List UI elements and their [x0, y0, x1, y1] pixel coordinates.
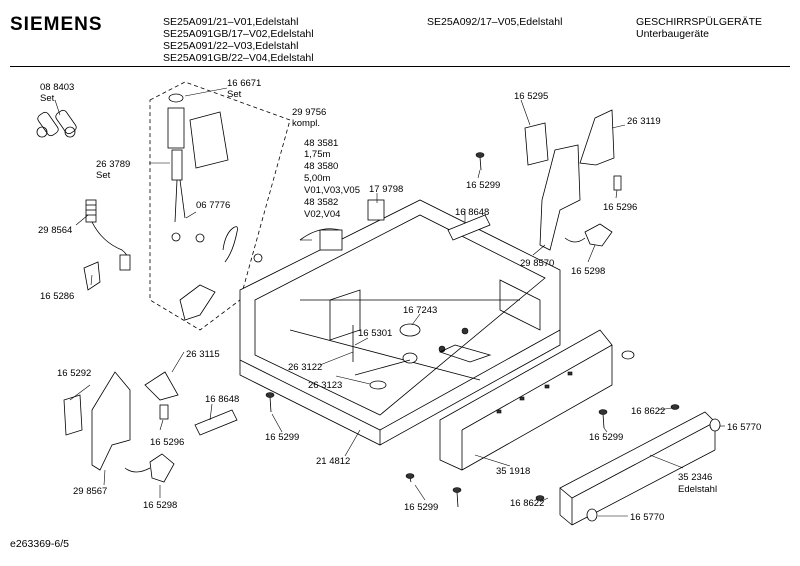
clip-part: [159, 404, 169, 420]
bracket-part: [579, 109, 615, 166]
part-label: 26 3115: [186, 349, 220, 360]
foot-part: [709, 418, 721, 432]
part-label: 29 8570: [520, 258, 554, 269]
connector-part: [367, 199, 385, 221]
part-label: kompl.: [292, 118, 320, 129]
part-label: 16 5770: [630, 512, 664, 523]
part-label: 26 3119: [627, 116, 661, 127]
spring-bar-part: [447, 214, 491, 241]
part-label: V02,V04: [304, 209, 340, 220]
part-label: 29 8567: [73, 486, 107, 497]
model-line: SE25A091GB/22–V04,Edelstahl: [163, 52, 314, 64]
inlet-valve-part: [167, 93, 229, 243]
valve-part: [179, 284, 216, 321]
part-label: 16 5299: [404, 502, 438, 513]
hose-part: [222, 226, 238, 263]
spring-part: [564, 237, 586, 243]
subcategory: Unterbaugeräte: [636, 28, 709, 40]
part-label: 35 2346: [678, 472, 712, 483]
model-list-left: SE25A091/21–V01,Edelstahl SE25A091GB/17–…: [163, 16, 314, 64]
part-label: 16 5299: [589, 432, 623, 443]
screw-part: [452, 487, 462, 508]
part-label: 16 5770: [727, 422, 761, 433]
part-label: 16 8648: [205, 394, 239, 405]
part-label: V01,V03,V05: [304, 185, 360, 196]
part-label: 26 3122: [288, 362, 322, 373]
front-panel-part: [439, 329, 613, 471]
part-label: 5,00m: [304, 173, 330, 184]
part-label: 16 8622: [510, 498, 544, 509]
part-label: Set: [40, 93, 55, 104]
part-label: 29 9756: [292, 107, 326, 118]
spring-part: [124, 467, 151, 473]
hinge-part: [149, 453, 175, 483]
part-label: 16 5295: [514, 91, 548, 102]
part-label: 35 1918: [496, 466, 530, 477]
part-label: 16 5298: [143, 500, 177, 511]
part-label: 16 5292: [57, 368, 91, 379]
spring-bar-part: [194, 409, 238, 436]
part-label: 08 8403: [40, 82, 74, 93]
diagram-code: e263369-6/5: [10, 538, 69, 550]
clip-part: [613, 175, 622, 191]
screw-part: [405, 473, 415, 483]
drain-end-part: [119, 254, 131, 271]
cover-part: [63, 394, 83, 436]
bracket-part: [539, 144, 581, 251]
part-label: 16 8622: [631, 406, 665, 417]
part-label: 48 3582: [304, 197, 338, 208]
screw-part: [475, 152, 485, 171]
part-label: 26 3789: [96, 159, 130, 170]
screw-part: [598, 409, 608, 429]
part-label: 26 3123: [308, 380, 342, 391]
hose-end-part: [253, 253, 263, 263]
part-label: 17 9798: [369, 184, 403, 195]
bracket-part: [144, 371, 179, 401]
part-label: 06 7776: [196, 200, 230, 211]
screw-part: [670, 404, 680, 410]
part-label: 21 4812: [316, 456, 350, 467]
spring-part: [85, 199, 97, 223]
base-frame-part: [239, 199, 561, 446]
siemens-logo: SIEMENS: [10, 14, 103, 35]
model-line: SE25A091/21–V01,Edelstahl: [163, 16, 299, 28]
connector-part: [319, 229, 343, 251]
hose-clamp-part: [36, 109, 77, 138]
part-label: 16 5301: [358, 328, 392, 339]
category-title: GESCHIRRSPÜLGERÄTE Unterbaugeräte: [636, 16, 762, 40]
part-label: 16 5299: [466, 180, 500, 191]
part-label: 29 8564: [38, 225, 72, 236]
part-label: 1,75m: [304, 149, 330, 160]
part-label: 16 5299: [265, 432, 299, 443]
model-line: SE25A091/22–V03,Edelstahl: [163, 40, 299, 52]
header-rule: [10, 66, 790, 67]
model-line: SE25A091GB/17–V02,Edelstahl: [163, 28, 314, 40]
model-right: SE25A092/17–V05,Edelstahl: [427, 16, 563, 28]
screw-part: [265, 392, 275, 413]
bracket-part: [91, 371, 131, 471]
part-label: 16 5296: [603, 202, 637, 213]
part-label: 16 8648: [455, 207, 489, 218]
leader-lines: [54, 87, 725, 517]
part-label: 16 7243: [403, 305, 437, 316]
plinth-strip-part: [559, 411, 716, 526]
part-label: Edelstahl: [678, 484, 717, 495]
part-label: 16 6671: [227, 78, 261, 89]
hinge-part: [584, 223, 613, 247]
screw-part: [535, 495, 545, 501]
bracket-part: [524, 122, 549, 166]
part-label: Set: [96, 170, 111, 181]
part-label: 16 5286: [40, 291, 74, 302]
part-label: Set: [227, 89, 242, 100]
foot-part: [621, 350, 635, 360]
category: GESCHIRRSPÜLGERÄTE: [636, 16, 763, 28]
part-label: 48 3581: [304, 138, 338, 149]
foot-part: [586, 508, 598, 522]
part-label: 48 3580: [304, 161, 338, 172]
part-label: 16 5296: [150, 437, 184, 448]
part-label: 16 5298: [571, 266, 605, 277]
